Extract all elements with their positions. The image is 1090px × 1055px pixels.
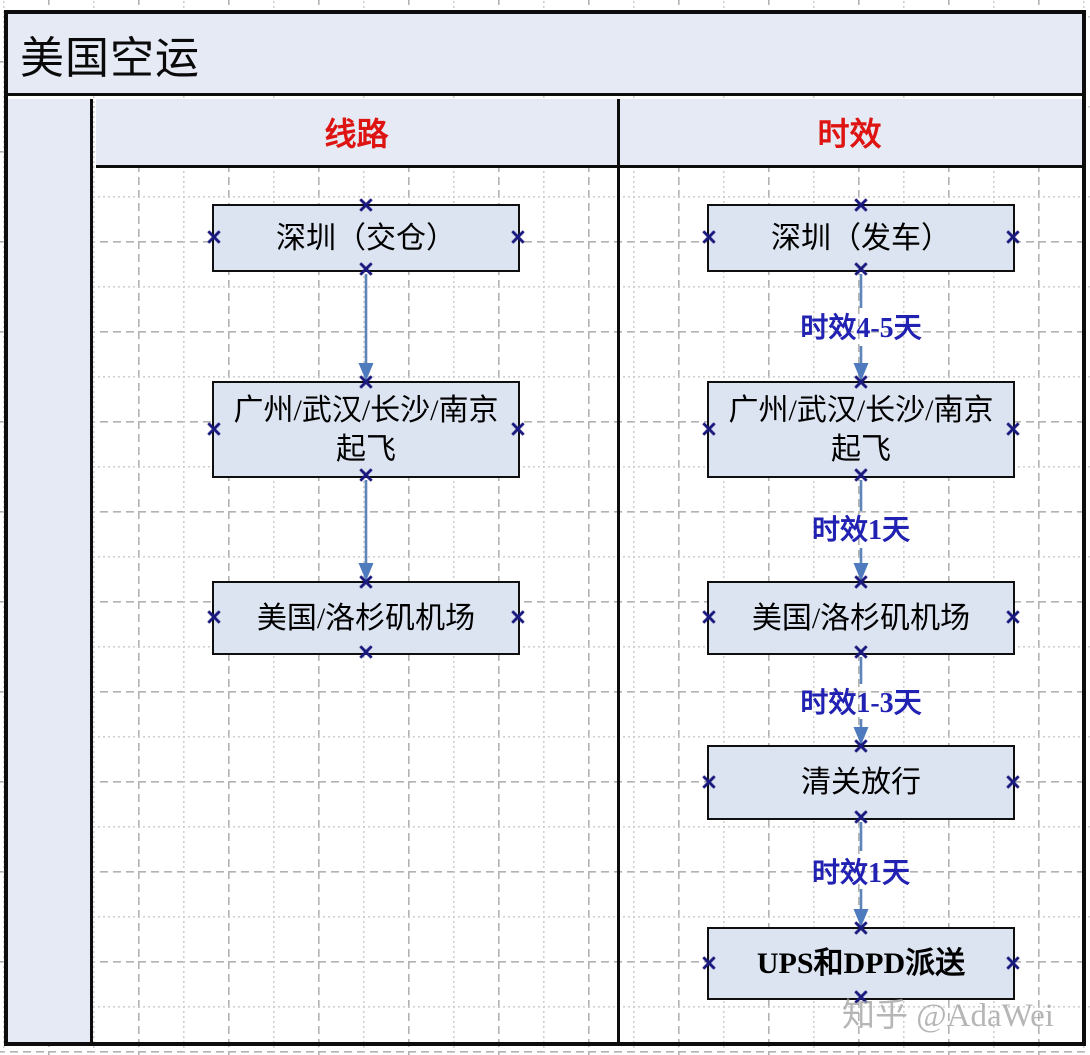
connection-point-icon: × xyxy=(356,370,376,395)
flow-node-la-airport: 美国/洛杉矶机场 × × × × xyxy=(205,572,527,664)
connection-point-icon: × xyxy=(356,463,376,488)
flow-node-shenzhen-departure: 深圳（发车） × × × × xyxy=(700,195,1022,281)
flow-node-label: UPS和DPD派送 xyxy=(756,947,966,980)
lanes-region: 线路 时效 xyxy=(96,99,1082,1042)
flow-node-takeoff-cities: 广州/武汉/长沙/南京起飞 × × × × xyxy=(205,372,527,487)
connection-point-icon: × xyxy=(356,640,376,665)
connection-point-icon: × xyxy=(851,805,871,830)
flow-node-la-airport-timing: 美国/洛杉矶机场 × × × × xyxy=(700,572,1022,664)
flow-node-label: 广州/武汉/长沙/南京起飞 xyxy=(233,393,499,466)
edge-label-transit-4-5-days: 时效4-5天 xyxy=(800,313,922,344)
connection-point-icon: × xyxy=(851,257,871,282)
connection-point-icon: × xyxy=(1003,769,1023,795)
edge-label-transit-1-3-days: 时效1-3天 xyxy=(800,688,922,719)
connection-point-icon: × xyxy=(356,193,376,218)
connection-point-icon: × xyxy=(851,193,871,218)
connection-point-icon: × xyxy=(356,570,376,595)
page-title: 美国空运 xyxy=(20,33,200,83)
connection-point-icon: × xyxy=(699,605,719,630)
connection-point-icon: × xyxy=(204,605,224,630)
connection-point-icon: × xyxy=(851,985,871,1010)
connection-point-icon: × xyxy=(699,950,719,976)
flow-node-label: 清关放行 xyxy=(801,766,921,799)
flow-node-label: 广州/武汉/长沙/南京起飞 xyxy=(728,393,994,466)
connection-point-icon: × xyxy=(851,370,871,395)
connection-point-icon: × xyxy=(1003,225,1023,250)
connection-point-icon: × xyxy=(356,257,376,282)
connection-point-icon: × xyxy=(851,640,871,665)
edge-label-transit-1-day: 时效1天 xyxy=(811,515,911,546)
flow-node-label: 美国/洛杉矶机场 xyxy=(256,601,476,635)
connection-point-icon: × xyxy=(508,225,528,250)
connection-point-icon: × xyxy=(508,605,528,630)
connection-point-icon: × xyxy=(851,734,871,759)
connection-point-icon: × xyxy=(204,225,224,250)
flow-node-shenzhen-warehouse: 深圳（交仓） × × × × xyxy=(205,195,527,281)
connection-point-icon: × xyxy=(699,225,719,250)
connection-point-icon: × xyxy=(851,463,871,488)
connection-point-icon: × xyxy=(204,416,224,442)
connection-point-icon: × xyxy=(508,416,528,442)
watermark: 知乎 @AdaWei xyxy=(842,998,1054,1034)
connection-point-icon: × xyxy=(1003,416,1023,442)
diagram-frame: 美国空运 线路 时效 xyxy=(4,10,1086,1046)
connection-point-icon: × xyxy=(699,769,719,795)
connection-point-icon: × xyxy=(1003,605,1023,630)
lane-divider xyxy=(617,99,620,1042)
flow-node-takeoff-cities-timing: 广州/武汉/长沙/南京起飞 × × × × xyxy=(700,372,1022,487)
swimlane-strip xyxy=(8,99,93,1042)
title-bar: 美国空运 xyxy=(8,14,1082,96)
flow-node-label: 美国/洛杉矶机场 xyxy=(751,601,971,635)
connection-point-icon: × xyxy=(1003,950,1023,976)
edge-label-transit-1-day-2: 时效1天 xyxy=(811,858,911,889)
connection-point-icon: × xyxy=(699,416,719,442)
lane-header-route: 线路 xyxy=(96,99,617,165)
lane-header-timing: 时效 xyxy=(617,99,1082,165)
flow-node-ups-dpd-delivery: UPS和DPD派送 × × × × xyxy=(700,918,1022,1009)
connection-point-icon: × xyxy=(851,570,871,595)
flow-node-customs-clearance: 清关放行 × × × × xyxy=(700,736,1022,829)
flow-node-label: 深圳（交仓） xyxy=(276,221,456,255)
flow-node-label: 深圳（发车） xyxy=(771,221,951,255)
lane-headers: 线路 时效 xyxy=(96,99,1082,168)
connection-point-icon: × xyxy=(851,916,871,941)
